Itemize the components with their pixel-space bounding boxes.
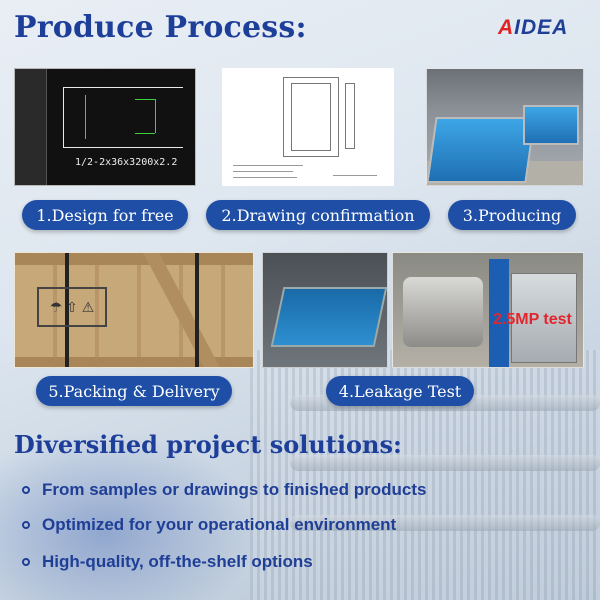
pressure-test-tag: 2.5MP test (493, 311, 572, 328)
solution-item-text: From samples or drawings to finished pro… (42, 480, 427, 499)
cad-design-photo: 1/2-2x36x3200x2.2 (14, 68, 196, 186)
step-drawing-badge: 2.Drawing confirmation (206, 200, 430, 230)
fragile-symbols-icon: ☂ ⇧ ⚠ (37, 287, 107, 327)
background-worker (0, 430, 260, 600)
logo-text: IDEA (514, 16, 569, 39)
solution-item: Optimized for your operational environme… (22, 515, 396, 535)
leak-test-tank-photo (262, 252, 388, 368)
logo-accent: A (498, 16, 515, 39)
solution-item: From samples or drawings to finished pro… (22, 480, 426, 500)
background-pipe (290, 455, 600, 471)
solution-item: High-quality, off-the-shelf options (22, 552, 313, 572)
bullet-circle-icon (22, 486, 30, 494)
technical-drawing-photo (222, 68, 394, 186)
background-pipe (290, 515, 600, 531)
pressure-test-photo: 2.5MP test (392, 252, 584, 368)
wooden-crate-photo: ☂ ⇧ ⚠ (14, 252, 254, 368)
step-producing-badge: 3.Producing (448, 200, 576, 230)
brand-logo: AIDEA (498, 16, 568, 40)
bullet-circle-icon (22, 521, 30, 529)
solutions-title: Diversified project solutions: (14, 430, 402, 459)
step-leakage-badge: 4.Leakage Test (326, 376, 474, 406)
bullet-circle-icon (22, 558, 30, 566)
factory-production-photo (426, 68, 584, 186)
cad-dimension-text: 1/2-2x36x3200x2.2 (75, 157, 178, 168)
page-title: Produce Process: (14, 10, 307, 45)
solution-item-text: High-quality, off-the-shelf options (42, 552, 313, 571)
solution-item-text: Optimized for your operational environme… (42, 515, 397, 534)
step-packing-badge: 5.Packing & Delivery (36, 376, 232, 406)
step-design-badge: 1.Design for free (22, 200, 188, 230)
